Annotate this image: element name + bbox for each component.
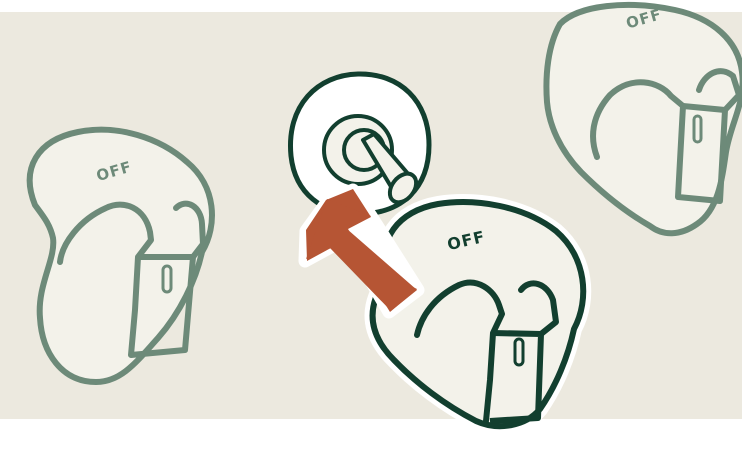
left-knob: OFF [30,130,212,382]
